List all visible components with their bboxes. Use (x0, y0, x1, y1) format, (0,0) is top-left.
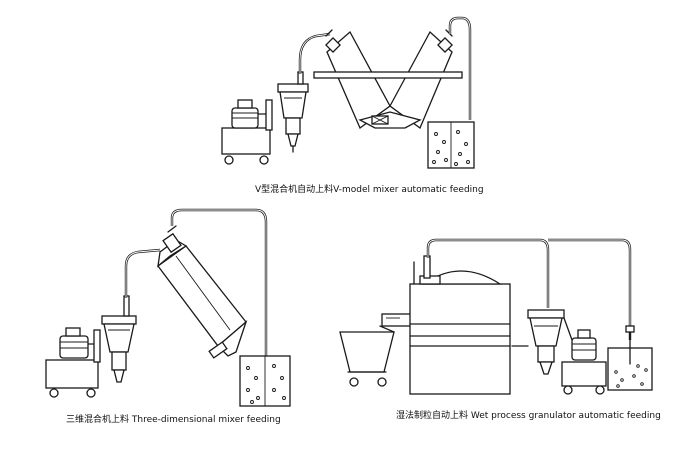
caption-wet-granulator: 湿法制粒自动上料 Wet process granulator automati… (396, 409, 661, 421)
discharge-trolley (339, 313, 413, 387)
three-d-mixer-panel: 三维混合机上料 Three-dimensional mixer feeding (45, 208, 291, 425)
caption-v-mixer: V型混合机自动上料V-model mixer automatic feeding (255, 183, 484, 195)
vacuum-feeder-2 (101, 295, 137, 383)
feed-pipe-2 (124, 248, 161, 298)
vacuum-pump-cart-2 (45, 327, 101, 398)
vacuum-pump-cart-3 (561, 317, 607, 395)
material-container-2 (239, 355, 291, 407)
caption-three-d-mixer: 三维混合机上料 Three-dimensional mixer feeding (66, 413, 281, 425)
return-pipe (448, 16, 472, 120)
three-d-mixer (157, 225, 248, 359)
material-container (427, 121, 475, 169)
vacuum-feeder-3 (511, 309, 565, 375)
vacuum-pump-cart (221, 99, 273, 165)
material-container-3 (607, 325, 653, 391)
wet-granulator-panel: 湿法制粒自动上料 Wet process granulator automati… (339, 238, 661, 421)
v-mixer (313, 29, 463, 130)
feed-pipe (298, 32, 331, 74)
vacuum-feeder (277, 71, 309, 153)
v-mixer-panel: V型混合机自动上料V-model mixer automatic feeding (221, 16, 484, 195)
granulator (409, 255, 511, 395)
